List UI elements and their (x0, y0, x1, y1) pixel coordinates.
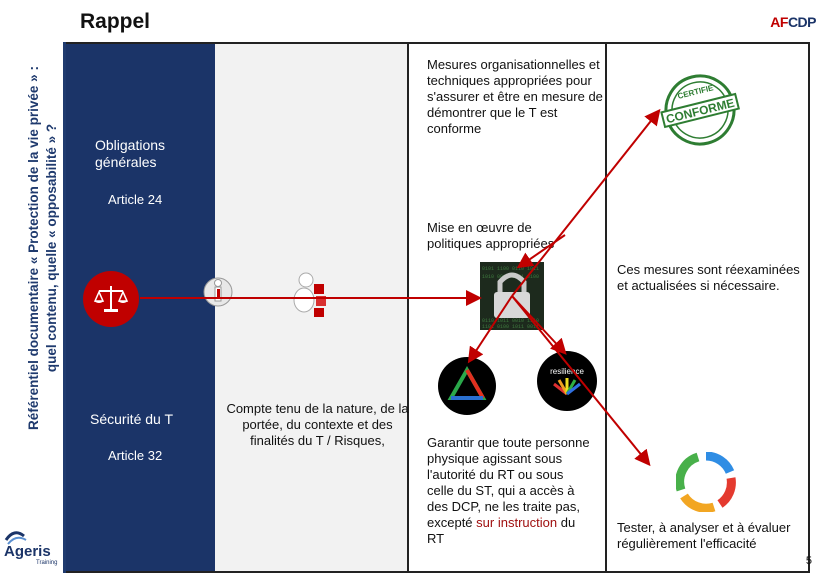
lock-icon: 0101 1100 0110 1011 1010 0011 1101 0100 … (480, 262, 544, 330)
svg-text:0101 1100 0110 1011: 0101 1100 0110 1011 (482, 266, 539, 272)
security-label: Sécurité du T (90, 411, 174, 427)
svg-text:0110 1011 0010 1110: 0110 1011 0010 1110 (482, 318, 539, 324)
table-top-border (66, 42, 810, 44)
ageris-logo-sub: Training (36, 560, 57, 566)
arrow-from-policies (516, 234, 566, 269)
guarantee-text: Garantir que toute personne physique agi… (427, 435, 592, 547)
puzzle-figure-icon (282, 270, 332, 320)
arrow-to-cycle (511, 295, 651, 467)
context-text: Compte tenu de la nature, de la portée, … (226, 401, 409, 448)
arrow-to-stamp (511, 108, 661, 297)
svg-text:1101 0100 1011 0011: 1101 0100 1011 0011 (482, 324, 539, 330)
afcdp-logo: AFCDP (770, 14, 816, 30)
column-divider (808, 42, 810, 573)
column-divider (605, 42, 607, 573)
sidebar-rule (63, 42, 66, 573)
resilience-label: resilience (550, 367, 584, 376)
general-obligations-label: Obligations générales (95, 137, 166, 170)
table-bottom-border (66, 571, 810, 573)
test-text: Tester, à analyser et à évaluer régulièr… (617, 520, 791, 551)
article-32-label: Article 32 (108, 448, 163, 463)
ageris-logo-text: Ageris (4, 543, 51, 560)
triangle-logo-icon (437, 356, 497, 416)
guarantee-text-highlight: sur instruction (476, 515, 558, 530)
certified-stamp-icon: CONFORME CERTIFIE (660, 70, 741, 150)
measures-text-part1: Mesures organisationnelles et techniques (427, 57, 600, 88)
guarantee-text-part1: Garantir que toute personne physique agi… (427, 435, 590, 530)
page-title: Rappel (80, 10, 151, 33)
guarantee-text-part3: du RT (427, 515, 576, 546)
policies-text: Mise en œuvre de politiques appropriées (427, 220, 555, 251)
resilience-icon: resilience (536, 350, 598, 412)
ageris-logo: Ageris Training (2, 526, 62, 566)
measures-text-part2: appropriées pour s'assurer et être en me… (427, 73, 603, 136)
arrow-to-triangle (467, 295, 513, 364)
article-24-label: Article 24 (108, 192, 163, 207)
scales-icon (82, 270, 140, 328)
column-divider (407, 42, 409, 573)
review-text: Ces mesures sont réexaminées et actualis… (617, 262, 800, 293)
page-number: 5 (805, 555, 812, 567)
cycle-icon (675, 451, 736, 513)
measures-text: Mesures organisationnelles et techniques… (427, 57, 605, 137)
